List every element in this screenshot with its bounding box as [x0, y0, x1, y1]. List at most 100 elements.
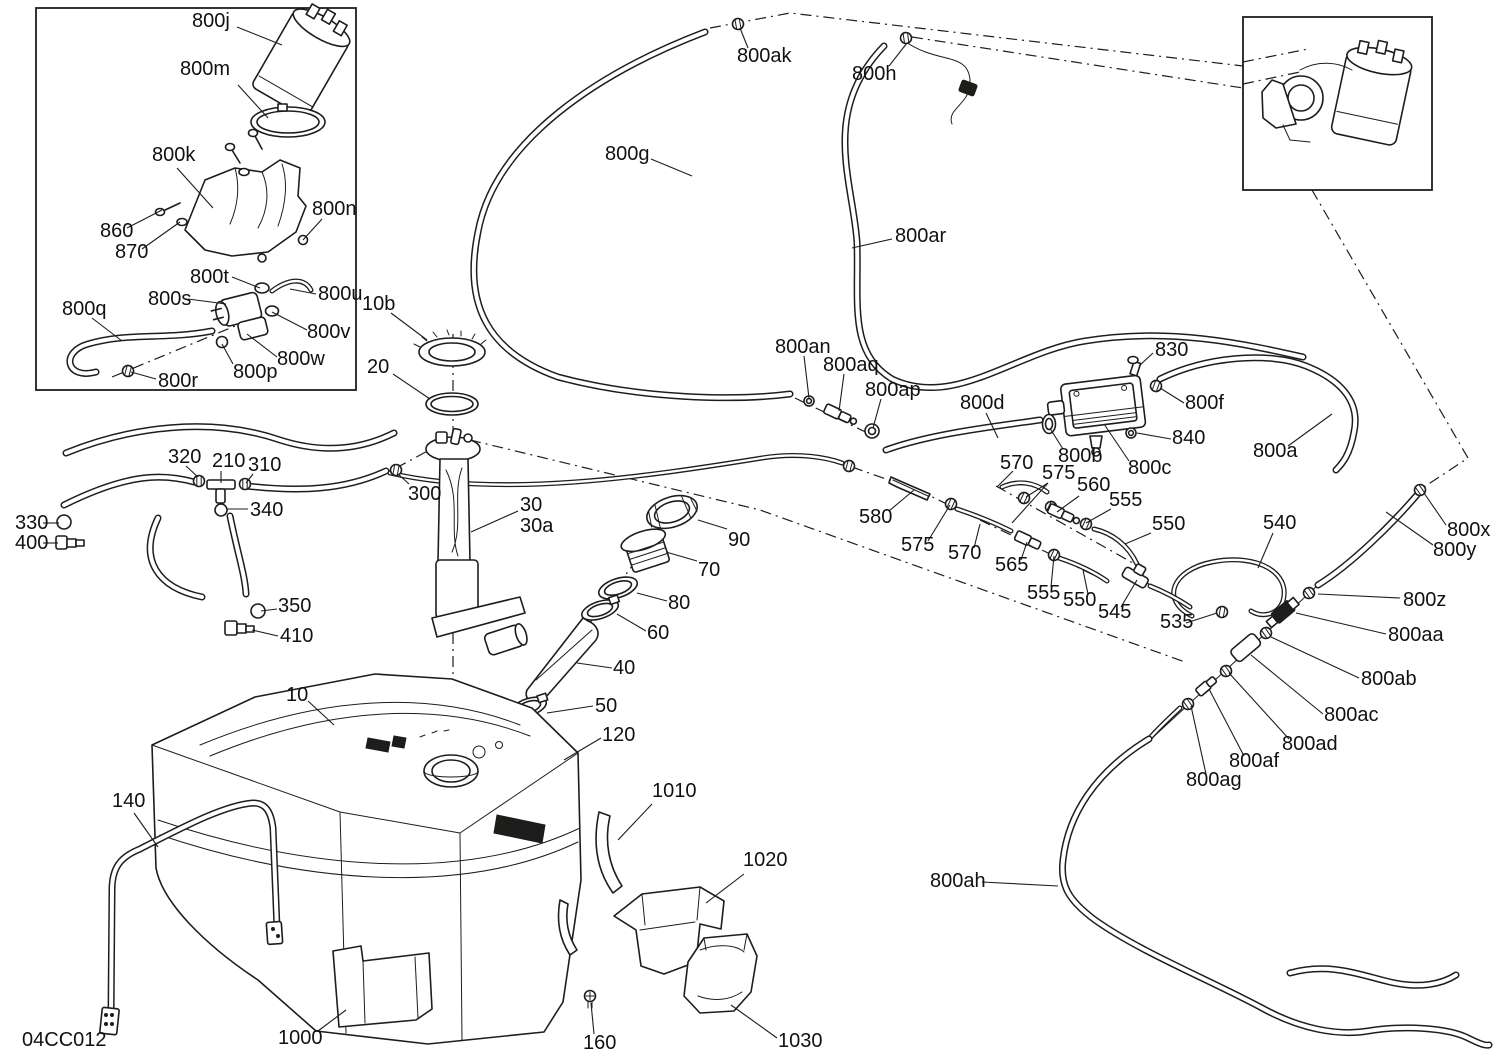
leader-line	[133, 812, 159, 848]
part-label-800ap: 800ap	[865, 379, 921, 401]
leader-line	[665, 551, 698, 562]
leader-line	[307, 700, 335, 726]
part-label-800d: 800d	[960, 392, 1005, 414]
leader-line	[126, 209, 163, 229]
part-label-800v: 800v	[307, 321, 350, 343]
leader-line	[1138, 352, 1154, 367]
leader-line	[730, 1004, 778, 1039]
inset-box-pump-assembly	[35, 7, 357, 391]
assembled-unit-inset	[1261, 39, 1413, 146]
part-label-800r: 800r	[158, 370, 198, 392]
fuel-pump-module-30	[413, 329, 528, 656]
part-label-830: 830	[1155, 339, 1188, 361]
leader-line	[185, 465, 199, 478]
clip-535	[1214, 604, 1230, 620]
leader-line	[590, 1002, 595, 1035]
diagram-code: 04CC012	[22, 1029, 107, 1051]
clamp-800t	[254, 282, 270, 294]
part-label-80: 80	[668, 592, 690, 614]
part-label-800z: 800z	[1403, 589, 1446, 611]
part-label-800aa: 800aa	[1388, 624, 1444, 646]
leader-line	[1208, 688, 1245, 757]
part-label-550: 550	[1152, 513, 1185, 535]
part-label-800c: 800c	[1128, 457, 1171, 479]
part-label-800ab: 800ab	[1361, 668, 1417, 690]
part-label-570: 570	[948, 542, 981, 564]
part-label-800t: 800t	[190, 266, 229, 288]
filler-neck-70	[620, 528, 670, 573]
part-label-800af: 800af	[1229, 750, 1279, 772]
leader-line	[616, 613, 647, 632]
leader-line	[260, 608, 278, 612]
part-label-70: 70	[698, 559, 720, 581]
cap-90	[646, 494, 698, 530]
clip-800h	[898, 30, 914, 46]
part-label-800ad: 800ad	[1282, 733, 1338, 755]
cover-1000	[332, 945, 433, 1028]
part-label-800y: 800y	[1433, 539, 1476, 561]
part-label-800s: 800s	[148, 288, 191, 310]
clamp-60	[580, 594, 621, 621]
fitting-400	[55, 535, 85, 550]
part-label-800f: 800f	[1185, 392, 1224, 414]
inset-box-assembled-unit	[1242, 16, 1433, 191]
leader-line	[1190, 705, 1207, 775]
leader-line	[237, 84, 269, 119]
part-label-50: 50	[595, 695, 617, 717]
part-label-160: 160	[583, 1032, 616, 1054]
leader-line	[289, 288, 317, 295]
part-label-800x: 800x	[1447, 519, 1490, 541]
leader-line	[985, 412, 999, 439]
part-label-550: 550	[1063, 589, 1096, 611]
leader-line	[1385, 511, 1434, 546]
filler-neck-parts	[510, 494, 698, 718]
vent-fittings	[803, 395, 880, 474]
part-label-570: 570	[1000, 452, 1033, 474]
leader-line	[271, 311, 308, 331]
part-label-10b: 10b	[362, 293, 395, 315]
screw-830	[1127, 355, 1142, 377]
leader-line	[636, 592, 668, 602]
connector-560	[1046, 503, 1081, 525]
hose-800ac	[1230, 633, 1262, 663]
leader-line	[803, 355, 810, 399]
shield-1010	[557, 811, 623, 956]
leader-line	[1287, 413, 1333, 447]
leader-line	[236, 26, 283, 46]
leader-line	[317, 1009, 347, 1032]
leader-line	[872, 398, 882, 429]
valve-800aa	[1265, 596, 1300, 629]
part-label-1000: 1000	[278, 1027, 323, 1049]
canister-800j	[252, 3, 351, 117]
fitting-330	[56, 514, 72, 530]
part-label-410: 410	[280, 625, 313, 647]
leader-line	[1270, 636, 1360, 679]
part-label-90: 90	[728, 529, 750, 551]
leader-line	[1020, 541, 1028, 561]
bracket-1030	[683, 933, 758, 1014]
fitting-410	[224, 620, 255, 636]
part-label-800q: 800q	[62, 298, 107, 320]
part-label-120: 120	[602, 724, 635, 746]
clamp-575-upper	[1015, 489, 1033, 507]
tank-sticker	[493, 814, 546, 844]
leader-line	[546, 705, 594, 714]
part-label-800u: 800u	[318, 283, 363, 305]
connector-565	[1013, 530, 1042, 550]
leader-line	[176, 167, 214, 209]
leader-line	[1295, 612, 1387, 635]
part-label-310: 310	[248, 454, 281, 476]
part-label-800n: 800n	[312, 198, 357, 220]
leader-line	[231, 276, 261, 289]
nut-840	[1125, 427, 1137, 439]
part-label-30a: 30a	[520, 515, 554, 537]
leader-line	[187, 298, 227, 305]
clip-585	[841, 458, 857, 474]
part-label-870: 870	[115, 241, 148, 263]
leader-line	[397, 473, 410, 485]
leader-line	[1250, 654, 1324, 715]
needle-580	[888, 476, 931, 501]
hoses	[64, 32, 1489, 1045]
